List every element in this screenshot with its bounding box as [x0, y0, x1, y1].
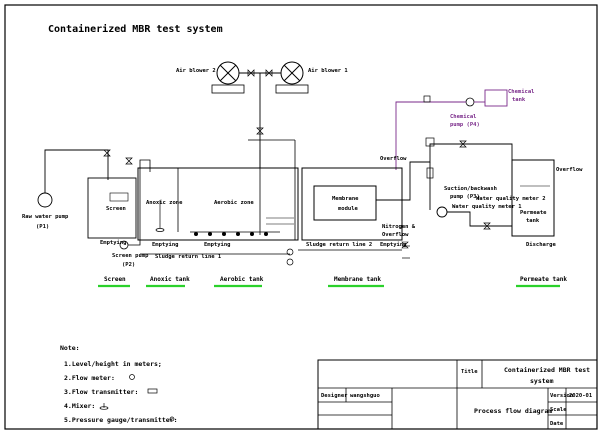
pump-icon — [286, 248, 294, 256]
diagram-title: Containerized MBR test system — [48, 23, 223, 35]
date-key: Date — [550, 421, 564, 427]
aerobic-zone-label: Aerobic zone — [214, 200, 254, 206]
note-1: 1.Level/height in meters; — [64, 360, 162, 368]
raw-water-pump-label-1: Raw water pump — [22, 214, 69, 220]
raw-water-pump-label-2: (P1) — [36, 224, 49, 230]
note-5: 5.Pressure gauge/transmitter: — [64, 416, 178, 424]
pressure-gauge-legend-icon — [169, 416, 175, 422]
membrane-module — [313, 185, 377, 221]
raw-water-pump-icon — [37, 192, 53, 208]
permeate-overflow-label: Overflow — [556, 167, 583, 173]
drawing-name: Process flow diagram — [474, 407, 552, 415]
screen-emptying-label: Emptying — [100, 240, 127, 246]
anoxic-zone-label: Anoxic zone — [146, 200, 183, 206]
membrane-emptying-label: Emptying — [380, 242, 407, 248]
valve-icon — [483, 222, 491, 230]
note-3: 3.Flow transmitter: — [64, 388, 138, 396]
mixer-icon — [155, 228, 165, 232]
valve-icon — [256, 127, 264, 135]
screen-zone-label: Screen — [106, 206, 126, 212]
aerobic-emptying-label: Emptying — [204, 242, 231, 248]
note-4: 4.Mixer: — [64, 402, 95, 410]
suction-pump-label-2: pump (P3) — [450, 194, 480, 200]
tank-label-membrane: Membrane tank — [334, 276, 381, 283]
permeate-discharge-label: Discharge — [526, 242, 556, 248]
valve-icon — [103, 149, 111, 157]
sludge-return-line-1: Sludge return line 1 — [155, 254, 222, 260]
permeate-label-1: Permeate — [520, 210, 547, 216]
scale-key: Scale — [550, 407, 567, 413]
air-blower-2-icon — [211, 61, 245, 94]
chemical-tank — [484, 89, 508, 107]
valve-icon — [459, 140, 467, 148]
title-value-1: Containerized MBR test — [504, 366, 590, 374]
flow-transmitter-icon — [426, 167, 434, 179]
overflow-label: Overflow — [380, 156, 407, 162]
screen-pump-label-1: Screen pump — [112, 253, 149, 259]
water-quality-meter-1-label: Water quality meter 1 — [452, 204, 522, 210]
tank-label-anoxic: Anoxic tank — [150, 276, 190, 283]
flow-meter-legend-icon — [129, 374, 135, 380]
note-2: 2.Flow meter: — [64, 374, 115, 382]
chemical-pump-label-1: Chemical — [450, 114, 477, 120]
membrane-tank — [301, 167, 403, 241]
flow-transmitter-legend-icon — [147, 388, 158, 394]
designer-key: Designer — [321, 393, 348, 399]
tank-label-permeate: Permeate tank — [520, 276, 567, 283]
screen-tank — [87, 177, 137, 239]
air-blower-1-label: Air blower 1 — [308, 68, 348, 74]
overflow2-label: Overflow — [382, 232, 409, 238]
tank-label-screen: Screen — [104, 276, 126, 283]
title-block — [317, 359, 598, 430]
permeate-label-2: tank — [526, 218, 540, 224]
nitrogen-label: Nitrogen & — [382, 224, 416, 230]
chemical-tank-label-2: tank — [512, 97, 526, 103]
screen-pump-label-2: (P2) — [122, 262, 135, 268]
version-value: 2020-01 — [569, 393, 593, 399]
valve-icon — [265, 69, 273, 77]
pump-icon — [286, 258, 294, 266]
chemical-pump-label-2: pump (P4) — [450, 122, 480, 128]
bioreactor-tank — [137, 167, 299, 241]
sludge-return-line-2: Sludge return line 2 — [306, 242, 372, 248]
diffuser-icon — [194, 232, 268, 236]
version-key: Version — [550, 393, 573, 399]
permeate-tank — [511, 159, 555, 237]
tank-label-aerobic: Aerobic tank — [220, 276, 264, 283]
flow-meter-icon — [423, 95, 431, 103]
suction-pump-label-1: Suction/backwash — [444, 186, 497, 192]
membrane-label: Membrane — [332, 196, 359, 202]
anoxic-emptying-label: Emptying — [152, 242, 179, 248]
valve-icon — [247, 69, 255, 77]
drawing-frame — [4, 4, 598, 430]
title-key: Title — [461, 369, 478, 375]
notes-heading: Note: — [60, 344, 80, 352]
suction-backwash-pump-icon — [436, 206, 448, 218]
air-blower-1-icon — [275, 61, 309, 94]
valve-icon — [401, 241, 409, 249]
title-value-2: system — [530, 377, 554, 385]
designer-value: wangshguo — [350, 393, 380, 399]
valve-icon — [125, 157, 133, 165]
membrane-label-2: module — [338, 206, 359, 212]
air-blower-2-label: Air blower 2 — [176, 68, 216, 74]
chemical-pump-icon — [465, 97, 475, 107]
water-quality-meter-2-label: Water quality meter 2 — [476, 196, 546, 202]
chemical-tank-label-1: Chemical — [508, 89, 535, 95]
mixer-legend-icon — [99, 406, 109, 410]
